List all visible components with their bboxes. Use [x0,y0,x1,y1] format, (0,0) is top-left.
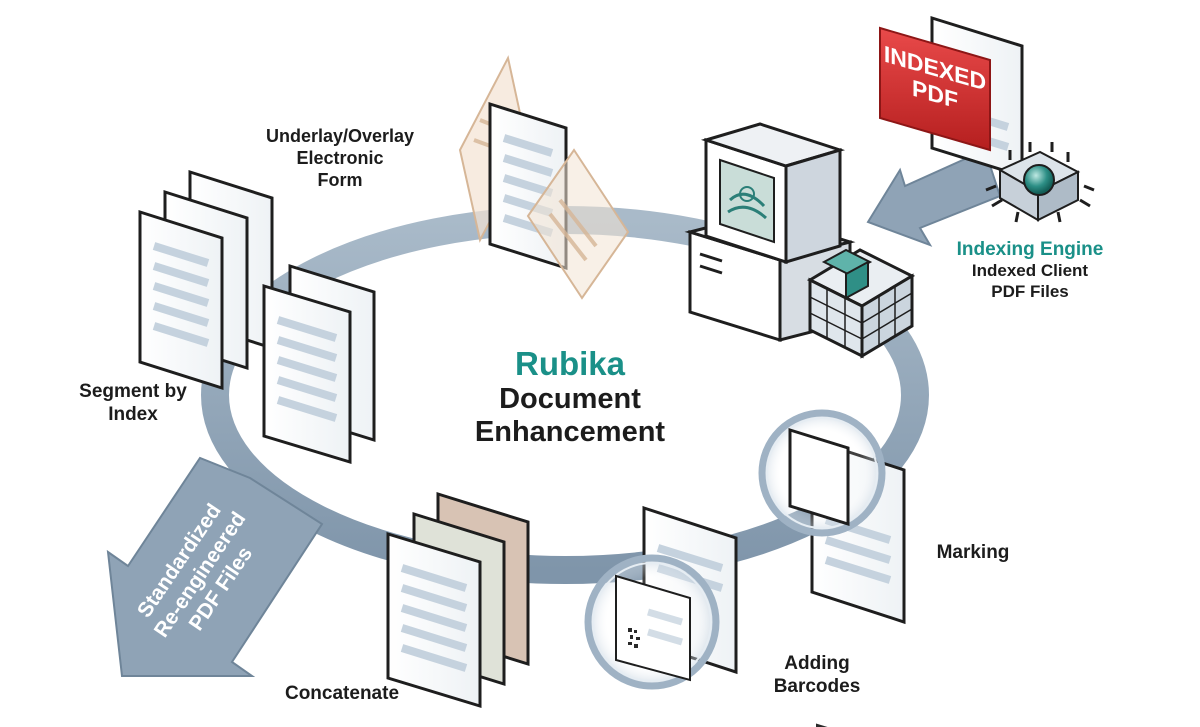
output-arrow: Standardized Re-engineered PDF Files [106,456,324,677]
indexing-engine-label: Indexing Engine Indexed Client PDF Files [940,238,1120,303]
overlay-label-line-2: Electronic [296,147,384,168]
indexing-line-2: PDF Files [991,281,1069,301]
document-page [386,531,482,709]
segment-document-stack [138,169,376,465]
center-title-line-1: Document [499,382,641,415]
segment-label-line-2: Index [108,404,158,426]
rubik-cube-icon [806,248,916,359]
engine-gem [1023,164,1055,196]
barcodes-document [584,505,738,690]
concatenate-label: Concatenate [284,683,400,704]
concatenate-document-stack [386,491,530,709]
barcodes-label-line-2: Barcodes [773,676,861,698]
indexed-pdf-document: INDEXED PDF [879,15,1024,179]
overlay-step-label: Underlay/Overlay Electronic Form [250,126,430,192]
barcode-icon [628,628,640,648]
overlay-label-line-3: Form [317,169,363,190]
overlay-document-stack [458,55,630,300]
indexing-arrow [866,148,1002,247]
segment-label-line-1: Segment by [79,381,187,402]
overlay-form-sheet [526,148,630,300]
concatenate-step-label: Concatenate [262,682,422,705]
overlay-label-line-1: Underlay/Overlay [265,126,415,146]
document-page [138,209,224,391]
indexing-engine-chip [985,142,1095,223]
barcodes-label-line-1: Adding [784,653,850,674]
segment-step-label: Segment by Index [58,380,208,426]
document-page [262,283,352,465]
center-title-line-2: Enhancement [474,416,666,449]
indexing-line-1: Indexed Client [971,261,1089,281]
computer-workstation [684,122,916,359]
marking-magnifier-lens [758,409,886,727]
marking-document [758,409,906,727]
brand-name: Rubika [514,345,626,382]
marking-label: Marking [936,542,1010,563]
barcodes-step-label: Adding Barcodes [752,652,882,698]
center-title: Rubika Document Enhancement [430,345,710,450]
indexing-engine-title: Indexing Engine [956,239,1104,260]
monitor-screen [719,158,775,244]
barcode-magnifier-lens [584,554,720,690]
marking-step-label: Marking [918,541,1028,564]
